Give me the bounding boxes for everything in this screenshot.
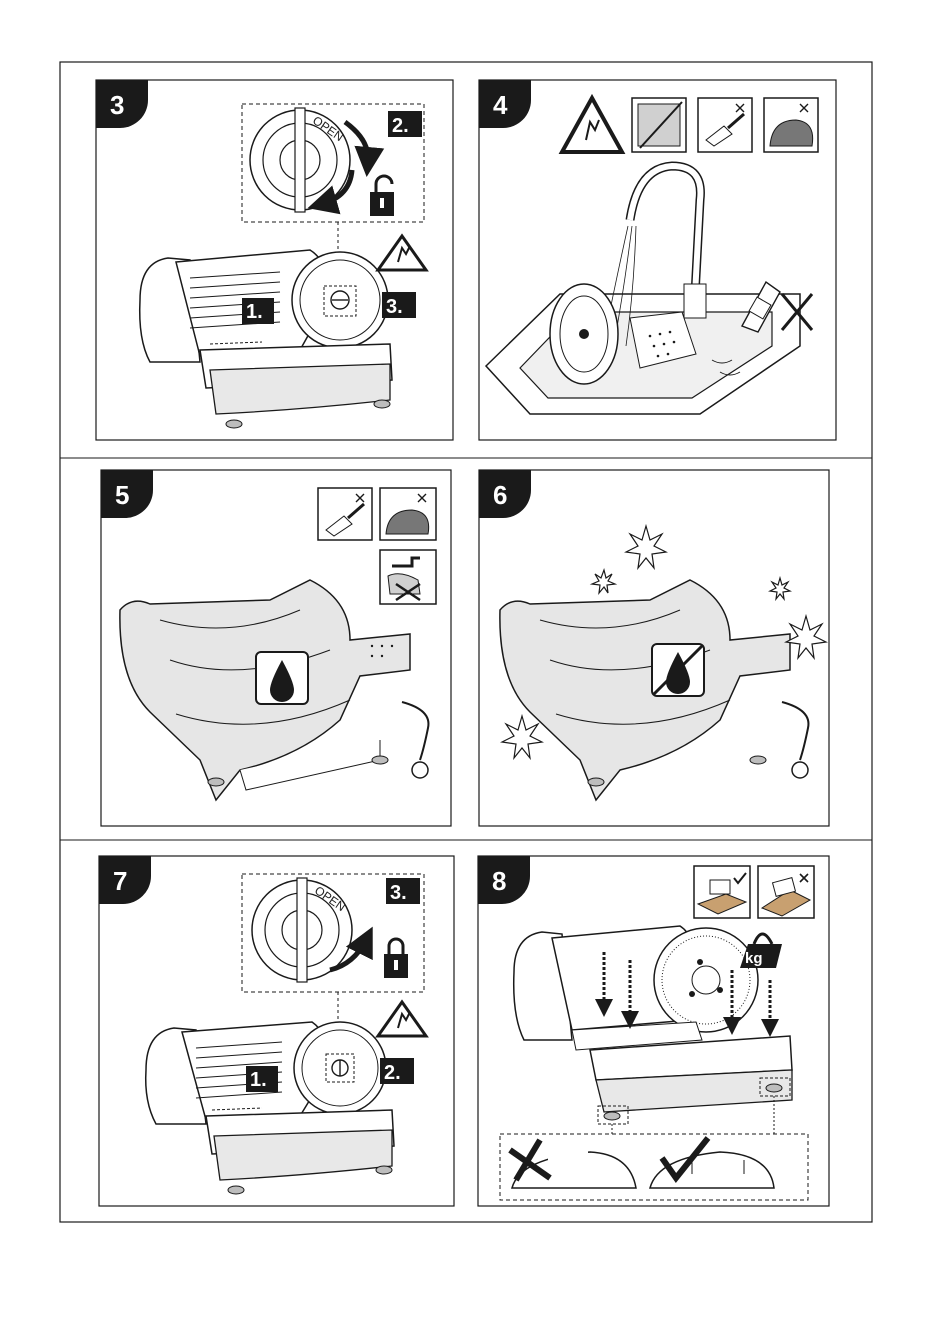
flat-surface-ok-icon: [694, 866, 750, 918]
panel-step-6: 6: [479, 470, 829, 826]
step-number: 5: [115, 480, 129, 510]
panel-step-8: 8: [478, 856, 829, 1206]
label-1: 1.: [250, 1069, 267, 1091]
label-3: 3.: [390, 882, 407, 904]
tilted-surface-no-icon: [758, 866, 814, 918]
no-running-water-icon: [380, 550, 436, 604]
label-3: 3.: [386, 296, 403, 318]
panel-step-4: 4: [479, 80, 836, 440]
panel-step-7: 7 OPEN 3.: [99, 856, 454, 1206]
water-drop-icon: [256, 652, 308, 704]
step-number: 3: [110, 90, 124, 120]
weight-label: kg: [745, 950, 763, 967]
no-scraper-icon: [318, 488, 372, 540]
no-dishwasher-icon: [632, 98, 686, 152]
step-number: 6: [493, 480, 507, 510]
panel-step-5: 5: [101, 470, 451, 826]
label-1: 1.: [246, 301, 263, 323]
step-number: 8: [492, 866, 506, 896]
no-scourer-icon: [764, 98, 818, 152]
step-number: 4: [493, 90, 508, 120]
panel-step-3: 3 OPEN 2.: [96, 80, 453, 440]
step-number: 7: [113, 866, 127, 896]
label-2: 2.: [392, 115, 409, 137]
no-scourer-icon: [380, 488, 436, 540]
label-2: 2.: [384, 1062, 401, 1084]
no-water-drop-icon: [652, 644, 704, 696]
no-scraper-icon: [698, 98, 752, 152]
